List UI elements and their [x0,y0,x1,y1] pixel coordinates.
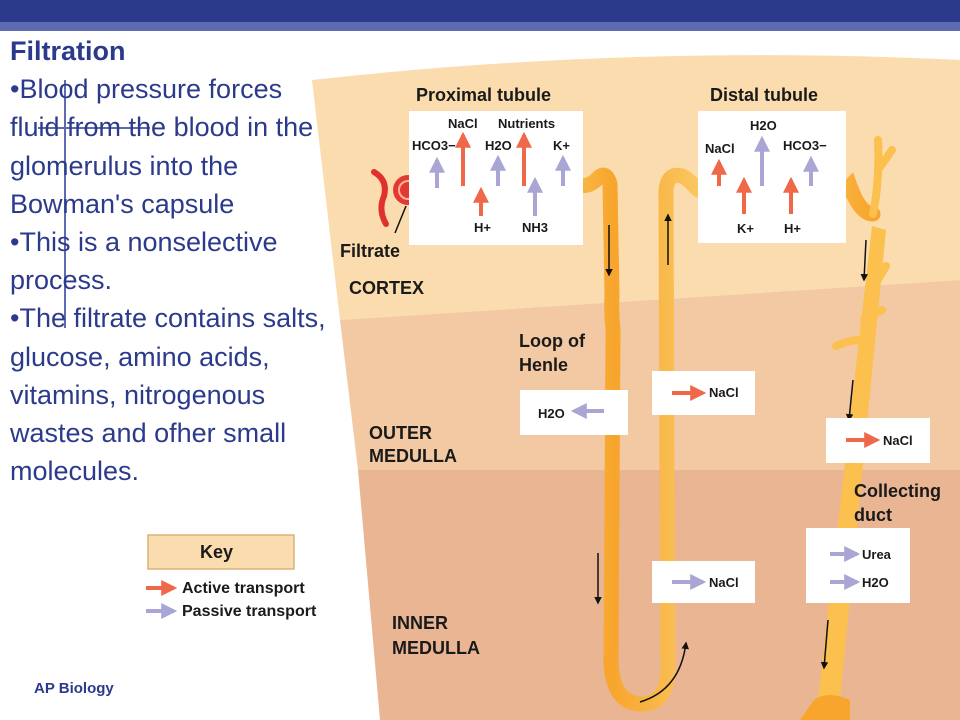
key-title: Key [200,542,233,562]
key-passive-label: Passive transport [182,603,317,620]
loop-nacl-box-outer [652,371,755,415]
bullet-filtrate-contents: •The filtrate contains salts, glucose, a… [10,303,326,487]
outer-medulla-line-1: OUTER [369,423,432,443]
inner-medulla-line-2: MEDULLA [392,638,480,658]
flow-arrow-duct-mid [845,379,854,422]
slide-title: Filtration [10,36,126,66]
loop-label-line-2: Henle [519,355,568,375]
loop-h2o-label: H2O [538,406,565,421]
distal-box [698,111,846,243]
loop-nacl-label-outer: NaCl [709,385,739,400]
filtrate-label: Filtrate [340,241,400,261]
title-bar-stripe [0,22,960,31]
title-bar-top [0,0,960,22]
nacl-label: NaCl [448,116,478,131]
proximal-tubule-label: Proximal tubule [416,85,551,105]
outer-medulla-region [340,280,960,470]
distal-tubule-label: Distal tubule [710,85,818,105]
collecting-duct-label: Collecting duct [854,481,941,525]
inner-medulla-line-1: INNER [392,613,448,633]
distal-nacl-label: NaCl [705,141,735,156]
nutrients-label: Nutrients [498,116,555,131]
footer-course-name: AP Biology [34,680,114,697]
hco3-label: HCO3− [412,138,456,153]
afferent-arteriole [371,169,389,227]
outer-medulla-line-2: MEDULLA [369,446,457,466]
distal-k-label: K+ [737,221,754,236]
key-active-label: Active transport [182,580,305,597]
bullet-filtration: •Blood pressure forces fluid from the bl… [10,74,314,219]
duct-base [800,695,850,720]
key-box [147,534,295,570]
k-label: K+ [553,138,570,153]
duct-nacl-label: NaCl [883,433,913,448]
bullet-nonselective: •This is a nonselective process. [10,227,278,296]
duct-nacl-box [826,418,930,463]
h-label: H+ [474,220,491,235]
duct-urea-label: Urea [862,547,892,562]
decorative-vertical-line [64,80,66,328]
loop-of-henle-label: Loop of Henle [519,331,586,375]
distal-h2o-label: H2O [750,118,777,133]
decorative-horizontal-line [38,127,150,129]
slide-text-block: Filtration •Blood pressure forces fluid … [10,32,330,490]
flow-arrow-duct-bottom [820,619,829,670]
inner-medulla-label: INNER MEDULLA [392,613,480,658]
cortex-label: CORTEX [349,278,424,298]
flow-arrow-loop-turn [639,641,689,703]
duct-h2o-label: H2O [862,575,889,590]
duct-urea-h2o-box [806,528,910,603]
nh3-label: NH3 [522,220,548,235]
collecting-duct-branches [832,136,896,350]
flow-arrow-duct-top [860,239,869,282]
duct-label-line-1: Collecting [854,481,941,501]
distal-hco3-label: HCO3− [783,138,827,153]
h2o-label: H2O [485,138,512,153]
loop-label-line-1: Loop of [519,331,586,351]
loop-nacl-box-inner [652,561,755,603]
loop-nacl-label-inner: NaCl [709,575,739,590]
distal-h-label: H+ [784,221,801,236]
duct-label-line-2: duct [854,505,892,525]
outer-medulla-label: OUTER MEDULLA [369,423,457,466]
filtrate-pointer [394,205,407,234]
